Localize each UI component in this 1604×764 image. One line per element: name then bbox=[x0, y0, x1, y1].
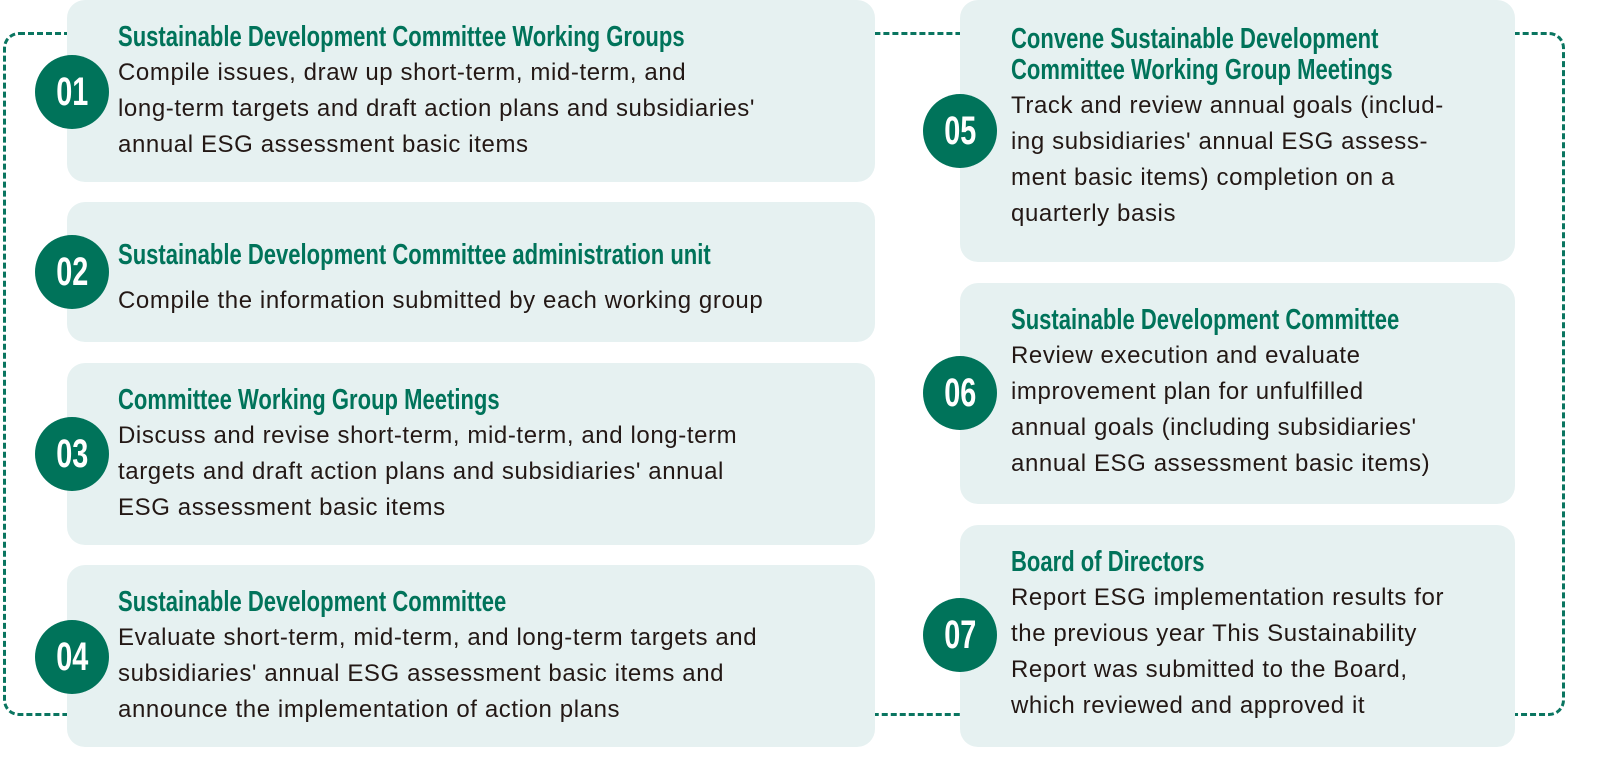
step-title-line: Sustainable Development Committee admini… bbox=[118, 239, 711, 271]
step-description-line: Evaluate short-term, mid-term, and long-… bbox=[118, 624, 758, 651]
step-number: 07 bbox=[943, 612, 977, 657]
step-description-line: annual ESG assessment basic items) bbox=[1011, 450, 1431, 477]
step-title: Sustainable Development Committee bbox=[1011, 305, 1399, 336]
step-number: 03 bbox=[55, 431, 89, 476]
step-description-line: Review execution and evaluate bbox=[1011, 342, 1361, 369]
step-text: Sustainable Development Committee Workin… bbox=[118, 22, 864, 163]
step-number: 05 bbox=[943, 108, 977, 153]
step-title: Sustainable Development Committee Workin… bbox=[118, 22, 685, 53]
step-title-line: Committee Working Group Meetings bbox=[1011, 54, 1393, 86]
step-number-badge: 07 bbox=[923, 598, 997, 672]
step-title: Board of Directors bbox=[1011, 547, 1340, 578]
step-title-line: Board of Directors bbox=[1011, 546, 1205, 578]
step-description-line: ESG assessment basic items bbox=[118, 494, 446, 521]
step-title: Sustainable Development Committee admini… bbox=[118, 240, 711, 271]
step-description-line: Compile the information submitted by eac… bbox=[118, 287, 764, 314]
step-description-line: ment basic items) completion on a bbox=[1011, 164, 1395, 191]
step-description: Review execution and evaluate improvement… bbox=[1011, 338, 1522, 482]
step-title: Committee Working Group Meetings bbox=[118, 385, 589, 416]
step-description: Discuss and revise short-term, mid-term,… bbox=[118, 418, 737, 526]
step-description: Compile the information submitted by eac… bbox=[118, 283, 898, 319]
step-description-line: targets and draft action plans and subsi… bbox=[118, 458, 724, 485]
step-card-02 bbox=[67, 202, 875, 342]
step-description-line: Report ESG implementation results for bbox=[1011, 584, 1445, 611]
step-number: 04 bbox=[55, 634, 89, 679]
step-description: Compile issues, draw up short-term, mid-… bbox=[118, 55, 864, 163]
step-description-line: subsidiaries' annual ESG assessment basi… bbox=[118, 660, 725, 687]
step-number-badge: 01 bbox=[35, 55, 109, 129]
step-description-line: annual goals (including subsidiaries' bbox=[1011, 414, 1417, 441]
step-description-line: long-term targets and draft action plans… bbox=[118, 95, 756, 122]
step-title-line: Sustainable Development Committee bbox=[1011, 304, 1400, 336]
step-description-line: Compile issues, draw up short-term, mid-… bbox=[118, 59, 687, 86]
step-number: 06 bbox=[943, 370, 977, 415]
step-card-03 bbox=[67, 363, 875, 545]
step-description-line: improvement plan for unfulfilled bbox=[1011, 378, 1364, 405]
step-card-04 bbox=[67, 565, 875, 747]
step-card-05 bbox=[960, 0, 1515, 262]
step-card-06 bbox=[960, 283, 1515, 504]
step-description-line: Report was submitted to the Board, bbox=[1011, 656, 1408, 683]
step-title-line: Sustainable Development Committee Workin… bbox=[118, 21, 685, 53]
step-description-line: quarterly basis bbox=[1011, 200, 1177, 227]
step-number-badge: 06 bbox=[923, 356, 997, 430]
step-title-line: Sustainable Development Committee bbox=[118, 586, 507, 618]
step-description-line: Discuss and revise short-term, mid-term,… bbox=[118, 422, 738, 449]
step-title: Sustainable Development Committee bbox=[118, 587, 604, 618]
step-description-line: the previous year This Sustainability bbox=[1011, 620, 1417, 647]
step-number-badge: 05 bbox=[923, 94, 997, 168]
step-description-line: which reviewed and approved it bbox=[1011, 692, 1366, 719]
step-number-badge: 02 bbox=[35, 235, 109, 309]
step-number-badge: 04 bbox=[35, 620, 109, 694]
step-description: Evaluate short-term, mid-term, and long-… bbox=[118, 620, 757, 728]
step-text: Sustainable Development Committee admini… bbox=[118, 240, 898, 319]
step-description-line: announce the implementation of action pl… bbox=[118, 696, 621, 723]
step-description-line: annual ESG assessment basic items bbox=[118, 131, 529, 158]
step-description-line: ing subsidiaries' annual ESG assess- bbox=[1011, 128, 1429, 155]
step-title-line: Committee Working Group Meetings bbox=[118, 384, 500, 416]
step-description-line: Track and review annual goals (includ- bbox=[1011, 92, 1444, 119]
step-title-line: Convene Sustainable Development bbox=[1011, 23, 1379, 55]
step-card-07 bbox=[960, 525, 1515, 747]
step-number-badge: 03 bbox=[35, 417, 109, 491]
step-description: Report ESG implementation results for the… bbox=[1011, 580, 1444, 724]
step-card-01 bbox=[67, 0, 875, 182]
step-number: 02 bbox=[55, 249, 89, 294]
step-description: Track and review annual goals (includ-in… bbox=[1011, 88, 1513, 232]
step-number: 01 bbox=[55, 69, 89, 114]
